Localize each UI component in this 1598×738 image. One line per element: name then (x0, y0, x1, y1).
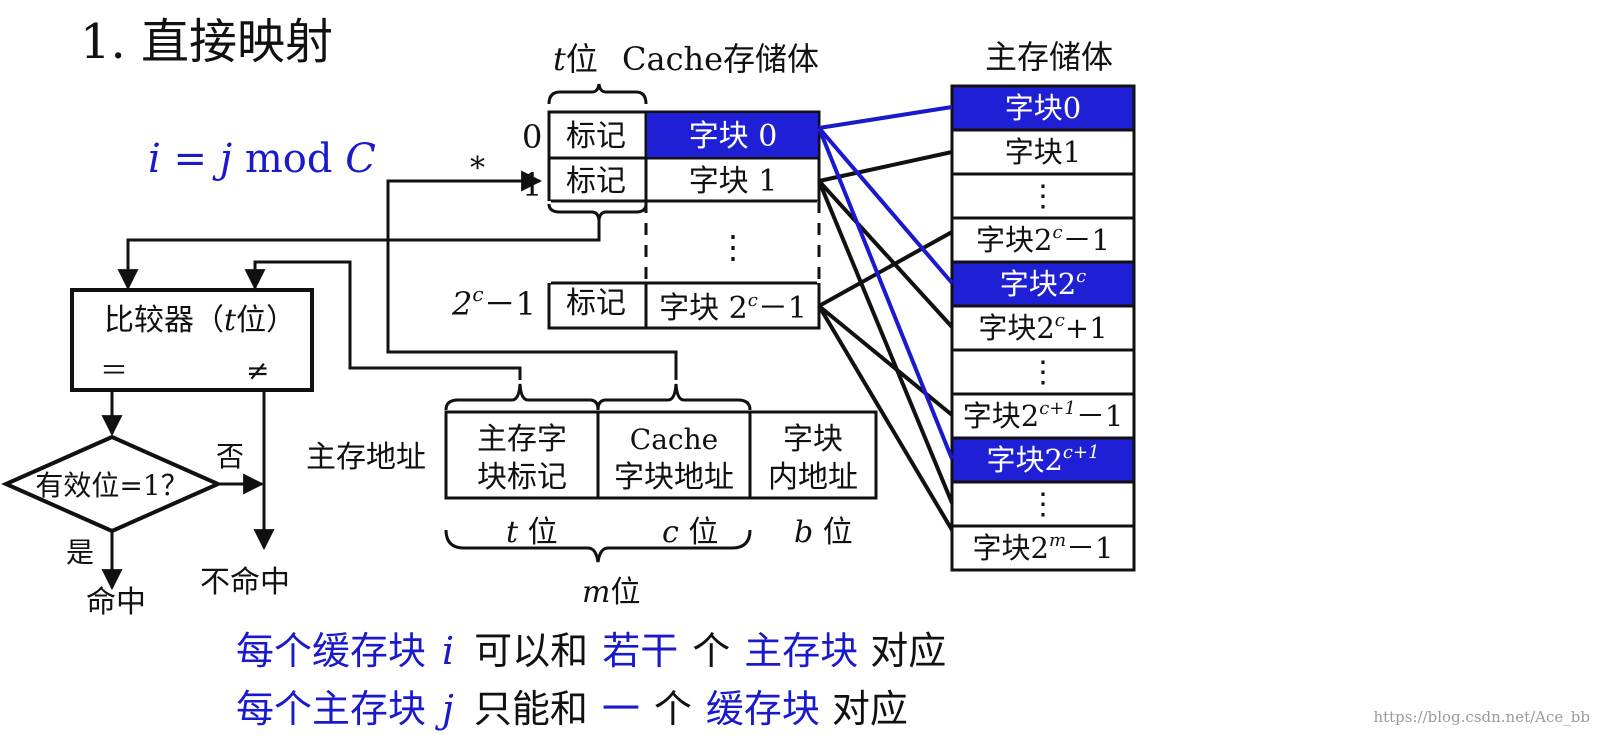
memory-block-cell (950, 480, 1136, 528)
memory-block-cell (950, 84, 1136, 132)
memory-block-cell (950, 392, 1136, 440)
bits-m-label: m位 (582, 575, 640, 610)
memory-block-cell (950, 304, 1136, 352)
mapping-lines (817, 105, 954, 532)
address-field-index-line2: 字块地址 (614, 460, 734, 495)
decision-no-label: 否 (216, 440, 244, 473)
memory-block-label-base: ⋮ (1028, 487, 1058, 522)
memory-block-label-base: 字块2 (986, 443, 1062, 477)
memory-block-label-sup: c (1055, 310, 1065, 331)
memory-block-cell (950, 216, 1136, 264)
cache-tag-last: 标记 (566, 286, 626, 321)
memory-block-label-base: 字块1 (1005, 135, 1081, 169)
tag-to-comparator-line (117, 220, 601, 291)
memory-block-label-sup: c+1 (1063, 442, 1100, 463)
memory-block-cell (950, 524, 1136, 572)
bits-c-label: c 位 (662, 515, 718, 550)
memory-block-cell (950, 260, 1136, 308)
address-tag-to-comparator-line (244, 260, 522, 380)
cache-block-0: 字块 0 (689, 119, 778, 154)
cache-block-1: 字块 1 (689, 164, 778, 199)
address-field-offset-line1: 字块 (783, 422, 843, 457)
memory-block-label-base: 字块2 (978, 311, 1054, 345)
cache-tag-0: 标记 (566, 119, 626, 154)
memory-block-cell (950, 348, 1136, 396)
memory-block-label-base: 字块2 (963, 399, 1039, 433)
memory-block-label-tail: －1 (1076, 399, 1123, 433)
memory-block-label: 字块2c+1 (986, 442, 1099, 477)
memory-block-label: 字块0 (1005, 91, 1081, 125)
memory-block-label: 字块2c－1 (976, 222, 1110, 257)
cache-row-index-1: 1 (522, 166, 542, 204)
cache-block-0-highlight (647, 113, 818, 157)
cache-table (547, 110, 821, 330)
address-field-offset-line2: 内地址 (768, 460, 858, 495)
address-field-index-line1: Cache (630, 423, 718, 456)
memory-block-label: 字块2c+1－1 (963, 398, 1124, 433)
bits-t-label: t 位 (506, 515, 558, 550)
comparator-label: 比较器（t位） (104, 303, 296, 338)
address-table (444, 410, 878, 500)
decision-yes-label: 是 (66, 536, 94, 569)
comparator-eq: ＝ (100, 354, 128, 387)
memory-block-cell (950, 128, 1136, 176)
memory-block-label-sup: c (1076, 266, 1086, 287)
hit-label: 命中 (86, 585, 146, 620)
memory-ellipsis: ⋮ (1028, 179, 1058, 214)
memory-block-label: 字块2c (1000, 266, 1087, 301)
comparator-box (70, 288, 314, 392)
tag-brace-bottom (547, 203, 648, 221)
cache-tag-1: 标记 (566, 164, 626, 199)
address-field-tag-line1: 主存字 (477, 422, 567, 457)
cache-title: Cache存储体 (622, 40, 819, 78)
memory-block-label-base: 字块0 (1005, 91, 1081, 125)
memory-block-label-tail: +1 (1065, 311, 1108, 345)
cache-tbits-label: t位 (553, 40, 598, 78)
address-brace-top (444, 383, 752, 411)
address-brace-bottom (444, 529, 752, 563)
memory-block-label-base: ⋮ (1028, 179, 1058, 214)
memory-title: 主存储体 (985, 38, 1113, 76)
address-index-to-cache-line (386, 170, 678, 380)
memory-block-cell (950, 172, 1136, 220)
memory-block-label: 字块2c+1 (978, 310, 1107, 345)
comparator-neq: ≠ (246, 354, 269, 387)
memory-block-label-tail: －1 (1066, 531, 1113, 565)
memory-ellipsis: ⋮ (1028, 355, 1058, 390)
memory-block-label-base: 字块2 (973, 531, 1049, 565)
decision-label: 有效位=1？ (35, 469, 188, 502)
cache-row-index-0: 0 (522, 118, 542, 156)
cache-row-index-last: 2c－1 (451, 282, 536, 323)
memory-table: 字块0字块1⋮字块2c－1字块2c字块2c+1⋮字块2c+1－1字块2c+1⋮字… (950, 84, 1136, 572)
tag-brace-top (547, 83, 648, 105)
cache-ellipsis: ⋮ (717, 228, 749, 266)
miss-label: 不命中 (200, 565, 290, 600)
address-field-tag-line2: 块标记 (477, 460, 567, 495)
bits-b-label: b 位 (794, 515, 853, 550)
address-label: 主存地址 (306, 440, 426, 475)
memory-block-label-base: ⋮ (1028, 355, 1058, 390)
page-title: 1. 直接映射 (80, 14, 333, 70)
memory-block-label-sup: c (1052, 222, 1062, 243)
memory-block-label-tail: －1 (1063, 223, 1110, 257)
memory-ellipsis: ⋮ (1028, 487, 1058, 522)
mapping-formula: i = j mod C (148, 136, 376, 182)
watermark: https://blog.csdn.net/Ace_bb (1373, 708, 1590, 726)
cache-block-last: 字块 2c－1 (659, 290, 807, 326)
memory-block-label-sup: c+1 (1039, 398, 1076, 419)
memory-block-label-base: 字块2 (1000, 267, 1076, 301)
memory-block-label-base: 字块2 (976, 223, 1052, 257)
memory-block-label-sup: m (1049, 530, 1066, 551)
memory-block-label: 字块1 (1005, 135, 1081, 169)
memory-block-label: 字块2m－1 (973, 530, 1114, 565)
star-marker: * (470, 151, 485, 186)
